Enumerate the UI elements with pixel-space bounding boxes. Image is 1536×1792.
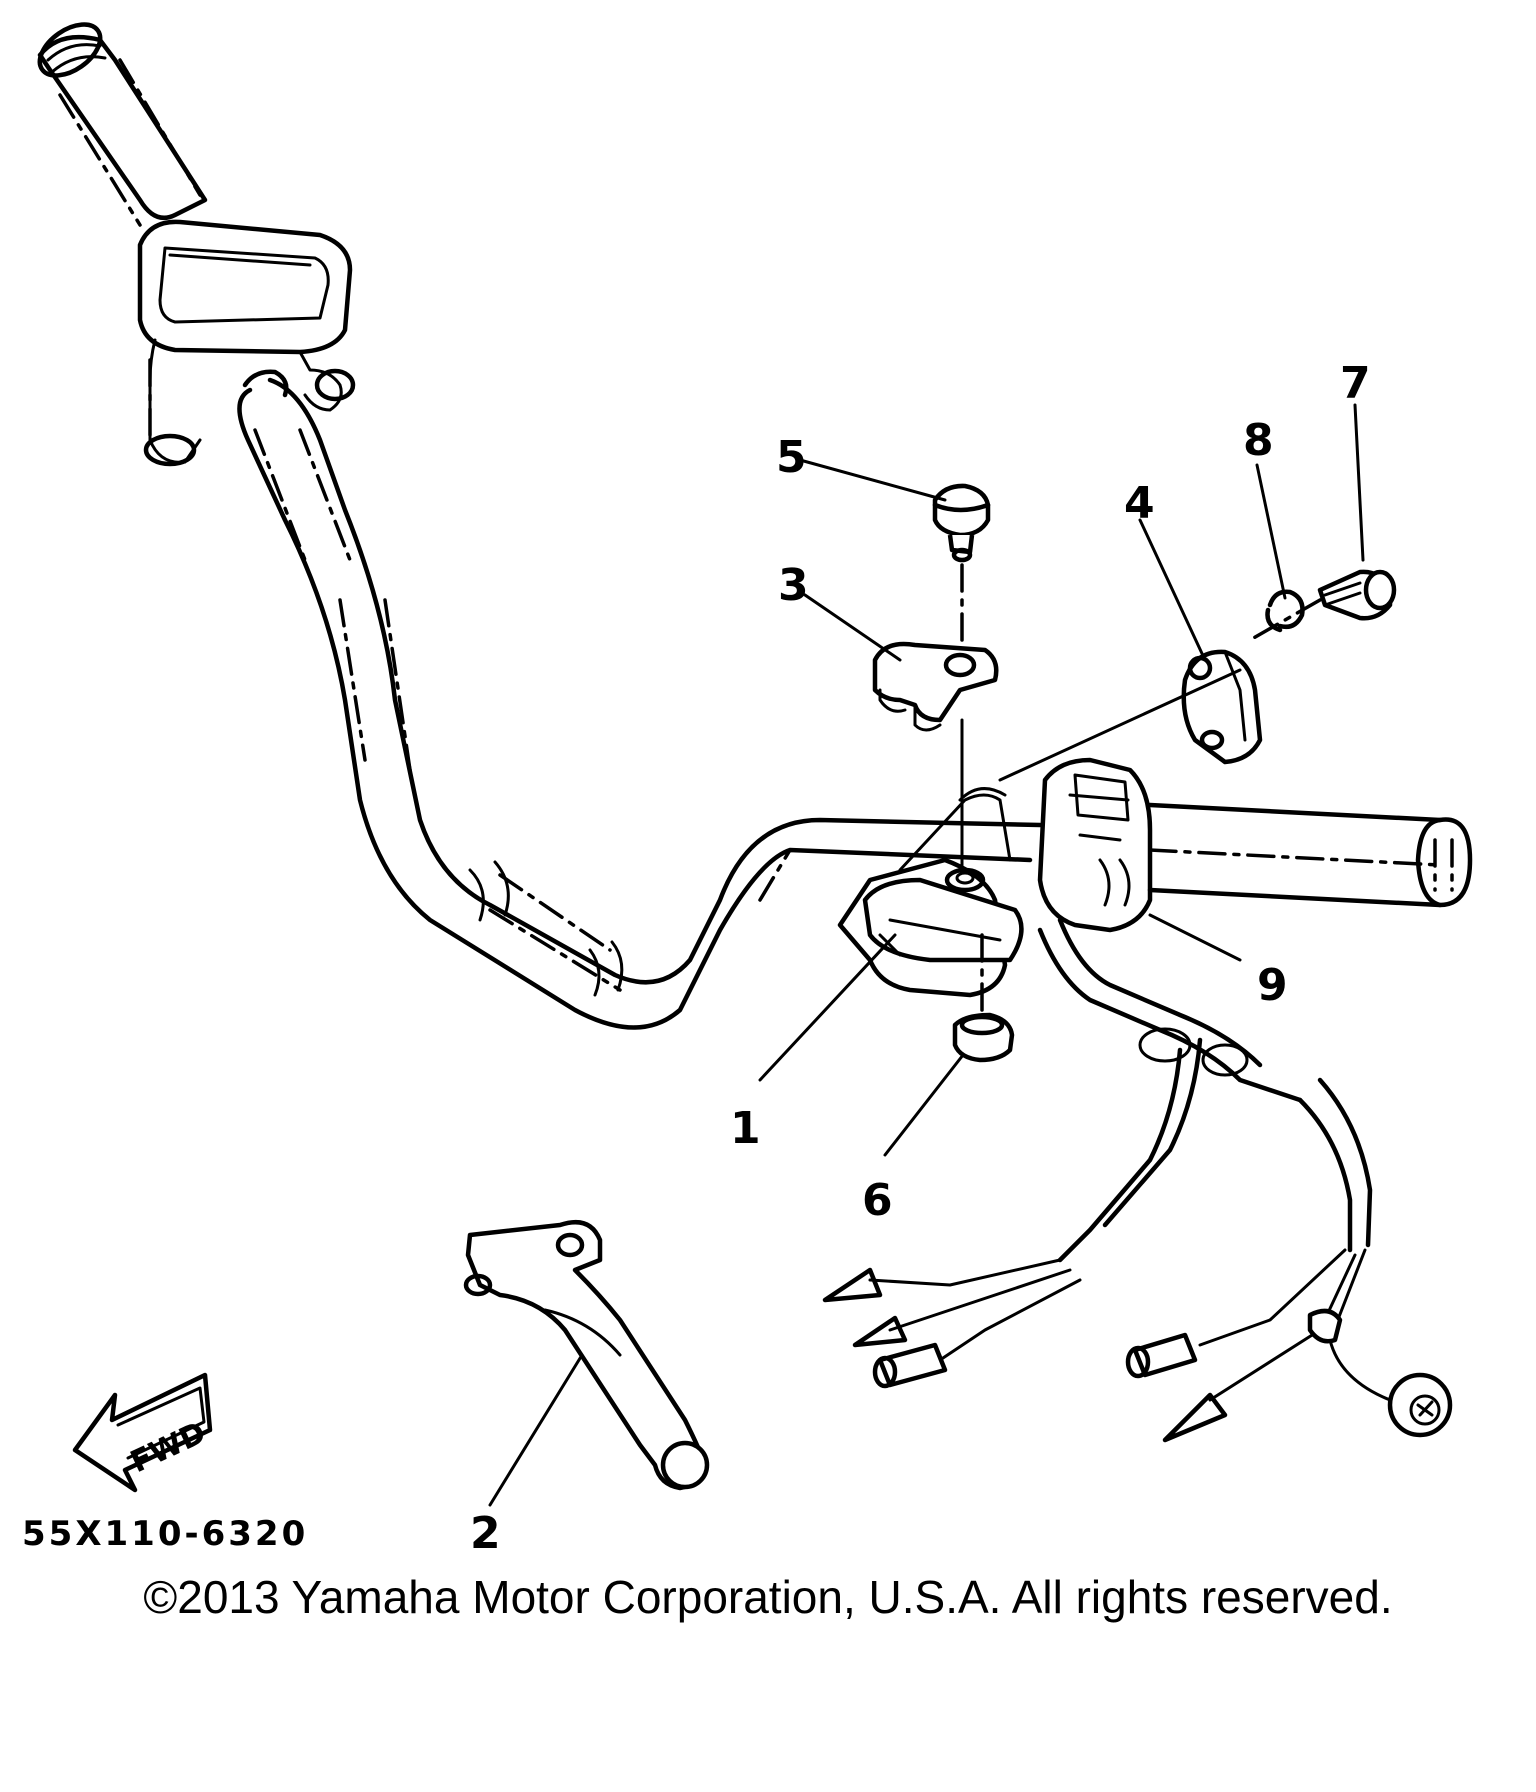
copyright-notice: ©2013 Yamaha Motor Corporation, U.S.A. A…: [143, 1571, 1393, 1623]
callout-5: 5: [776, 432, 807, 483]
bolt: [932, 483, 991, 642]
callout-1: 1: [730, 1103, 761, 1154]
screw: [1248, 569, 1397, 642]
fwd-arrow: FWD: [72, 1372, 213, 1493]
left-switch-housing: [137, 219, 356, 467]
left-grip: [37, 22, 208, 227]
washer: [1265, 589, 1305, 633]
clamp: [872, 641, 999, 732]
callout-3: 3: [778, 560, 809, 611]
brake-lever: [463, 1219, 710, 1491]
wire-harness: [822, 917, 1453, 1443]
callout-4: 4: [1124, 478, 1155, 529]
callout-9: 9: [1257, 960, 1288, 1011]
callout-2: 2: [470, 1508, 501, 1559]
right-switch-and-grip: [1037, 757, 1473, 933]
cover: [1181, 649, 1263, 765]
handlebar: [237, 369, 1043, 1030]
nut: [952, 933, 1015, 1063]
callout-6: 6: [862, 1175, 893, 1226]
drawing-code: 55X110-6320: [22, 1514, 308, 1554]
leader-lines: [488, 403, 1365, 1507]
callout-8: 8: [1243, 415, 1274, 466]
callout-7: 7: [1340, 358, 1371, 409]
callout-numbers: 1 2 3 4 5 6 7 8 9: [470, 358, 1371, 1559]
